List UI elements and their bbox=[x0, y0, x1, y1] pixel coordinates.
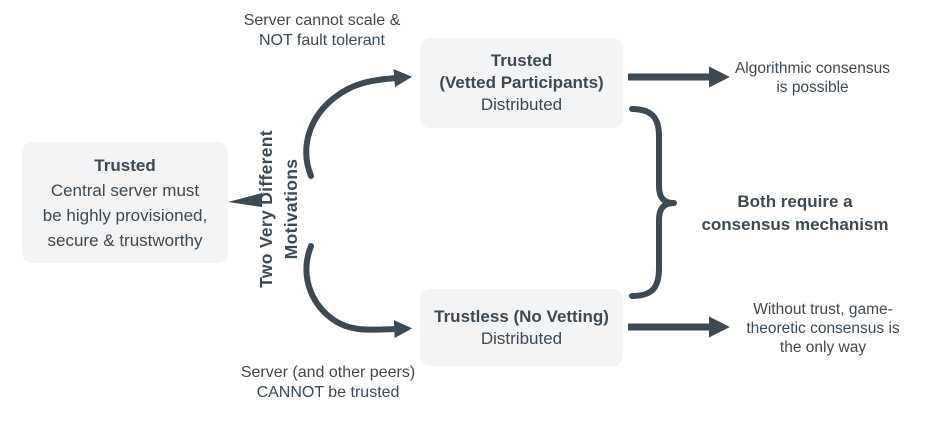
vetted-box-title: (Vetted Participants) bbox=[439, 73, 604, 92]
bottom-arrow-note-line: Server (and other peers) bbox=[240, 364, 416, 381]
vetted-box-title: Trusted bbox=[490, 51, 553, 70]
top-arrow-note-line: NOT fault tolerant bbox=[259, 32, 385, 49]
vetted-outcome-line: is possible bbox=[776, 79, 849, 96]
brace-label-line: Both require a bbox=[737, 192, 853, 211]
trustless-outcome-line: the only way bbox=[779, 339, 867, 356]
motivations-label-line: Two Very Different bbox=[256, 130, 276, 288]
central-box-line: be highly provisioned, bbox=[42, 205, 208, 225]
central-box-connector-wedge-icon bbox=[228, 193, 262, 207]
top-arrow-note-line: Server cannot scale & bbox=[243, 12, 401, 29]
brace-label: Both require a consensus mechanism bbox=[690, 190, 900, 236]
vetted-outcome-text: Algorithmic consensus is possible bbox=[720, 59, 905, 97]
central-box-line: secure & trustworthy bbox=[47, 230, 203, 250]
central-box-line: Central server must bbox=[50, 180, 200, 200]
top-arrow-note: Server cannot scale & NOT fault tolerant bbox=[222, 11, 422, 51]
bottom-arrow-note: Server (and other peers) CANNOT be trust… bbox=[223, 363, 433, 403]
trustless-box-subtitle: Distributed bbox=[480, 328, 563, 348]
trustless-box-title: Trustless (No Vetting) bbox=[434, 306, 609, 326]
brace-label-line: consensus mechanism bbox=[701, 215, 889, 234]
trustless-outcome-text: Without trust, game- theoretic consensus… bbox=[728, 300, 918, 357]
motivations-label: Two Very Different Motivations bbox=[254, 116, 306, 302]
motivations-label-line: Motivations bbox=[281, 158, 301, 260]
trustless-outcome-line: Without trust, game- bbox=[753, 301, 893, 318]
curly-brace-icon bbox=[629, 106, 677, 299]
curved-arrow-to-vetted-icon bbox=[303, 69, 413, 179]
central-server-box: Trusted Central server must be highly pr… bbox=[22, 142, 228, 263]
vetted-box-subtitle: Distributed bbox=[480, 95, 563, 114]
vetted-participants-box: Trusted (Vetted Participants) Distribute… bbox=[420, 38, 623, 128]
central-box-title: Trusted bbox=[94, 155, 156, 175]
trustless-box: Trustless (No Vetting) Distributed bbox=[420, 289, 623, 366]
curved-arrow-to-trustless-icon bbox=[303, 243, 413, 339]
vetted-outcome-line: Algorithmic consensus bbox=[734, 60, 891, 77]
trustless-outcome-line: theoretic consensus is bbox=[746, 320, 900, 337]
bottom-arrow-note-line: CANNOT be trusted bbox=[256, 384, 400, 401]
